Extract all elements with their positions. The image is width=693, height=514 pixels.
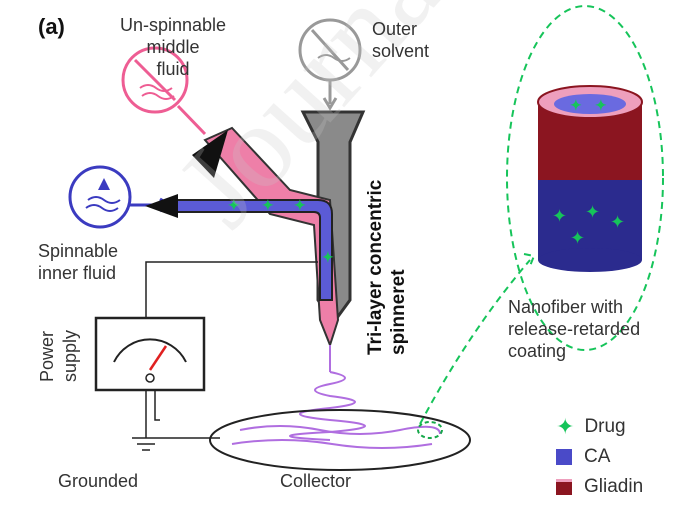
nanofiber-cylinder: ✦ ✦ ✦ ✦ ✦ ✦ — [537, 85, 643, 272]
legend-item-ca: CA — [556, 446, 610, 468]
svg-text:✦: ✦ — [595, 97, 607, 113]
legend-label: Gliadin — [584, 476, 644, 497]
spinneret-label: Tri-layer concentric spinneret — [365, 179, 409, 355]
middle-fluid-label: Un-spinnable middle fluid — [120, 15, 227, 79]
svg-text:✦: ✦ — [585, 202, 600, 222]
middle-fluid-channel — [192, 126, 340, 348]
panel-label: (a) — [38, 14, 65, 39]
svg-text:✦: ✦ — [262, 197, 274, 213]
grounded-label: Grounded — [58, 471, 139, 491]
drug-star-icon: ✦ — [556, 414, 575, 439]
svg-text:✦: ✦ — [610, 212, 625, 232]
svg-text:✦: ✦ — [228, 197, 240, 213]
outer-solvent-label: Outer solvent — [372, 19, 430, 61]
collector-label: Collector — [280, 471, 352, 491]
svg-text:✦: ✦ — [294, 197, 306, 213]
middle-fluid-icon — [121, 46, 207, 136]
ca-swatch — [556, 449, 572, 465]
legend-label: CA — [584, 446, 611, 467]
inner-fluid-icon — [68, 165, 173, 229]
inner-fluid-label: Spinnable inner fluid — [38, 241, 119, 283]
nanofiber-label: Nanofiber with release-retarded coating — [508, 297, 641, 361]
svg-text:✦: ✦ — [552, 206, 567, 226]
fiber-jet — [289, 345, 366, 441]
legend-label: Drug — [584, 416, 626, 437]
svg-text:✦: ✦ — [322, 249, 334, 265]
svg-text:✦: ✦ — [570, 97, 582, 113]
zoom-connector — [419, 5, 664, 425]
legend-item-gliadin: Gliadin — [556, 476, 643, 498]
inner-fluid-channel: ✦ ✦ ✦ ✦ — [145, 194, 334, 301]
legend-item-drug: ✦ Drug — [556, 416, 626, 438]
power-supply-meter — [94, 316, 206, 392]
power-supply-label: Power supply — [37, 329, 80, 382]
collector-plate — [209, 409, 471, 471]
svg-text:✦: ✦ — [570, 228, 585, 248]
gliadin-swatch — [556, 479, 572, 495]
outer-solvent-icon — [298, 18, 362, 111]
circuit-wires — [132, 261, 318, 451]
